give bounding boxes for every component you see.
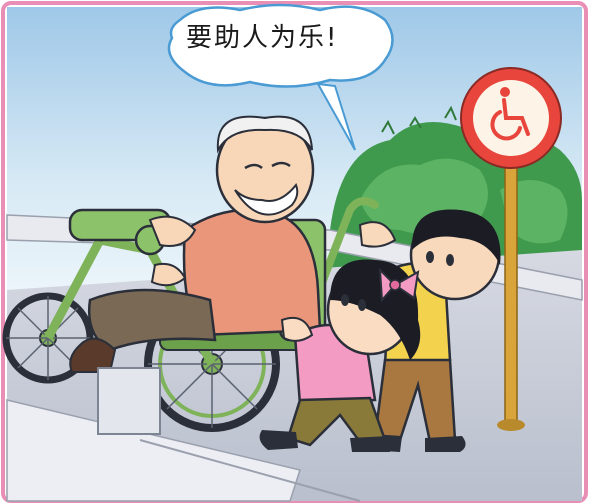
girl-character [259, 259, 421, 452]
speech-bubble-text: 要助人为乐! [186, 23, 339, 53]
accessibility-sign [460, 67, 562, 431]
speech-bubble [167, 3, 394, 151]
elder-beard [234, 183, 299, 216]
stone-post [97, 367, 161, 435]
elderly-man [69, 115, 322, 373]
wheelchair-accessibility-icon [490, 87, 530, 141]
